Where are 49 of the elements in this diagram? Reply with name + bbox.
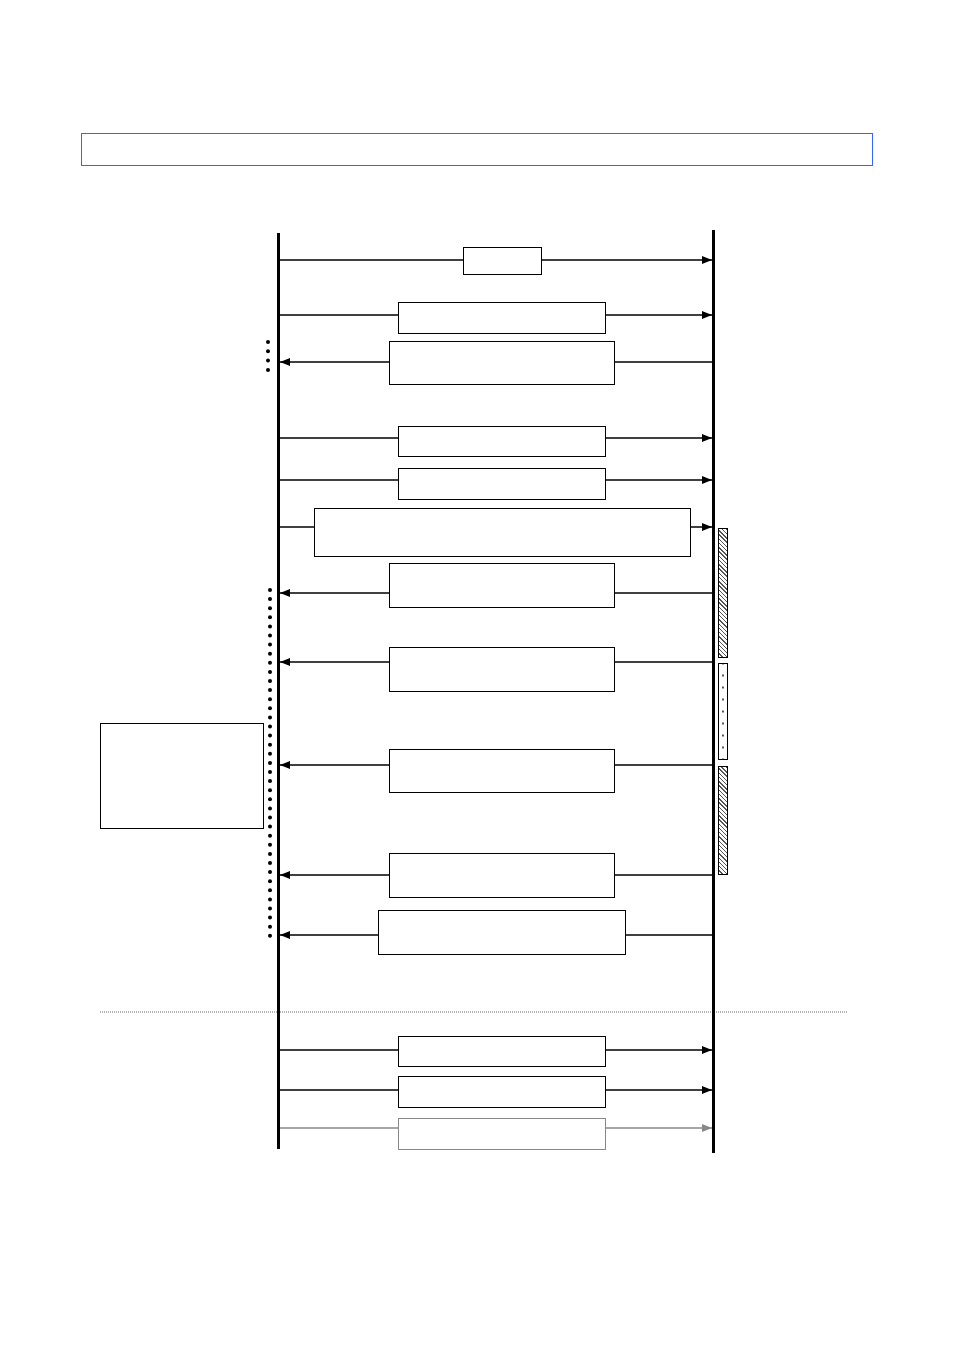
message-box [398, 1076, 606, 1108]
message-arrow [605, 1046, 713, 1054]
message-line [614, 661, 713, 663]
message-box [398, 1036, 606, 1067]
message-arrow [605, 311, 713, 319]
message-arrow [279, 358, 390, 366]
message-line [279, 479, 399, 481]
message-line [614, 592, 713, 594]
message-box [389, 563, 615, 608]
activation-bar [718, 766, 728, 875]
lifeline [277, 233, 280, 1149]
header-box [81, 133, 873, 166]
message-line [279, 1089, 399, 1091]
message-line [614, 361, 713, 363]
activation-bar [718, 528, 728, 658]
message-arrow [605, 1086, 713, 1094]
activation-bar [718, 663, 728, 760]
message-line [625, 934, 713, 936]
message-box [389, 341, 615, 385]
message-box [314, 508, 691, 557]
message-box [398, 302, 606, 334]
message-box [398, 468, 606, 500]
message-line [279, 1049, 399, 1051]
note-box [100, 723, 264, 829]
message-box [463, 247, 542, 275]
message-arrow [605, 476, 713, 484]
lifeline [712, 230, 715, 1153]
message-arrow [605, 1124, 713, 1132]
message-line [279, 526, 315, 528]
message-box [398, 1118, 606, 1150]
message-arrow [279, 931, 379, 939]
message-arrow [605, 434, 713, 442]
message-arrow [279, 589, 390, 597]
message-line [279, 314, 399, 316]
message-line [614, 764, 713, 766]
message-arrow [541, 256, 713, 264]
message-line [614, 874, 713, 876]
message-box [398, 426, 606, 457]
message-arrow [690, 523, 713, 531]
message-box [389, 647, 615, 692]
message-box [389, 853, 615, 898]
message-line [279, 437, 399, 439]
message-box [389, 749, 615, 793]
message-box [378, 910, 626, 955]
message-arrow [279, 871, 390, 879]
message-line [279, 259, 464, 261]
message-arrow [279, 658, 390, 666]
message-arrow [279, 761, 390, 769]
message-line [279, 1127, 399, 1129]
